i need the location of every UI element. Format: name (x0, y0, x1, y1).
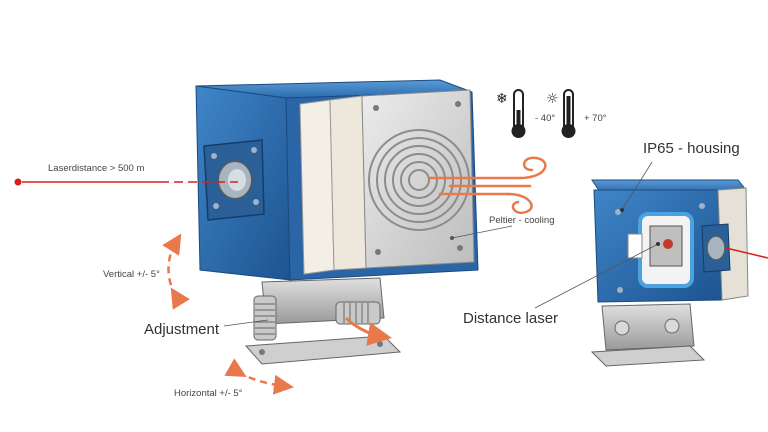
cutaway-device (590, 179, 749, 367)
cutaway-laser-beam (725, 247, 768, 259)
screw (617, 287, 623, 293)
laser-board (627, 233, 643, 259)
laser-target-dot (14, 178, 22, 186)
distance-laser-module (649, 225, 683, 267)
adjust-spring-left (253, 295, 277, 341)
ip65-callout-line (621, 161, 653, 211)
screw (455, 101, 461, 107)
distance-laser-label: Distance laser (463, 310, 558, 327)
cooler-plate-2 (329, 95, 367, 271)
adjust-spring-right (335, 301, 381, 325)
horizontal-label: Horizontal +/- 5° (174, 388, 243, 399)
spring-coils (255, 303, 275, 335)
screw (377, 341, 383, 347)
vertical-label: Vertical +/- 5° (103, 269, 160, 280)
cutaway-lens (706, 235, 726, 261)
screw (699, 203, 705, 209)
screw (211, 153, 217, 159)
rotation-arrow-icon (344, 316, 392, 346)
cold-temp-label: - 40° (535, 113, 555, 124)
adjustment-callout-line (223, 319, 269, 327)
callout-dot (656, 242, 660, 246)
callout-dot (450, 236, 454, 240)
main-device (195, 79, 479, 365)
mount-knob (614, 320, 630, 336)
laser-emitter (663, 239, 673, 249)
cutaway-mount (601, 303, 695, 351)
thermometer-icon (511, 89, 526, 138)
lens-glass (228, 169, 246, 191)
base-plate (244, 335, 402, 365)
callout-dot (620, 208, 624, 212)
screw (251, 147, 257, 153)
screw (457, 245, 463, 251)
screw (375, 249, 381, 255)
laser-beam (14, 178, 238, 186)
air-flow-icon (428, 156, 547, 215)
screw (615, 209, 621, 215)
temperature-range: ❄ - 40° ☼ + 70° (496, 89, 607, 138)
thermometer-icon (561, 89, 576, 138)
ip65-label: IP65 - housing (643, 140, 740, 157)
snowflake-icon: ❄ (496, 91, 508, 107)
hot-temp-label: + 70° (584, 113, 607, 124)
mount-knob (664, 318, 680, 334)
laser-distance-label: Laserdistance > 500 m (48, 163, 144, 174)
vertical-curved-arrow-icon (162, 233, 190, 310)
peltier-label: Peltier - cooling (489, 215, 554, 226)
fan-grill (368, 129, 470, 231)
screw (259, 349, 265, 355)
sun-icon: ☼ (546, 91, 559, 107)
cooler-plate-1 (299, 99, 335, 275)
peltier-callout-line (451, 225, 513, 239)
screw (373, 105, 379, 111)
horizontal-curved-arrow-icon (224, 358, 294, 395)
screw (253, 199, 259, 205)
screw (213, 203, 219, 209)
distance-laser-callout-line (534, 243, 659, 309)
adjustment-label: Adjustment (144, 321, 220, 338)
cooler-front (361, 89, 475, 269)
cutaway-base (590, 345, 706, 367)
